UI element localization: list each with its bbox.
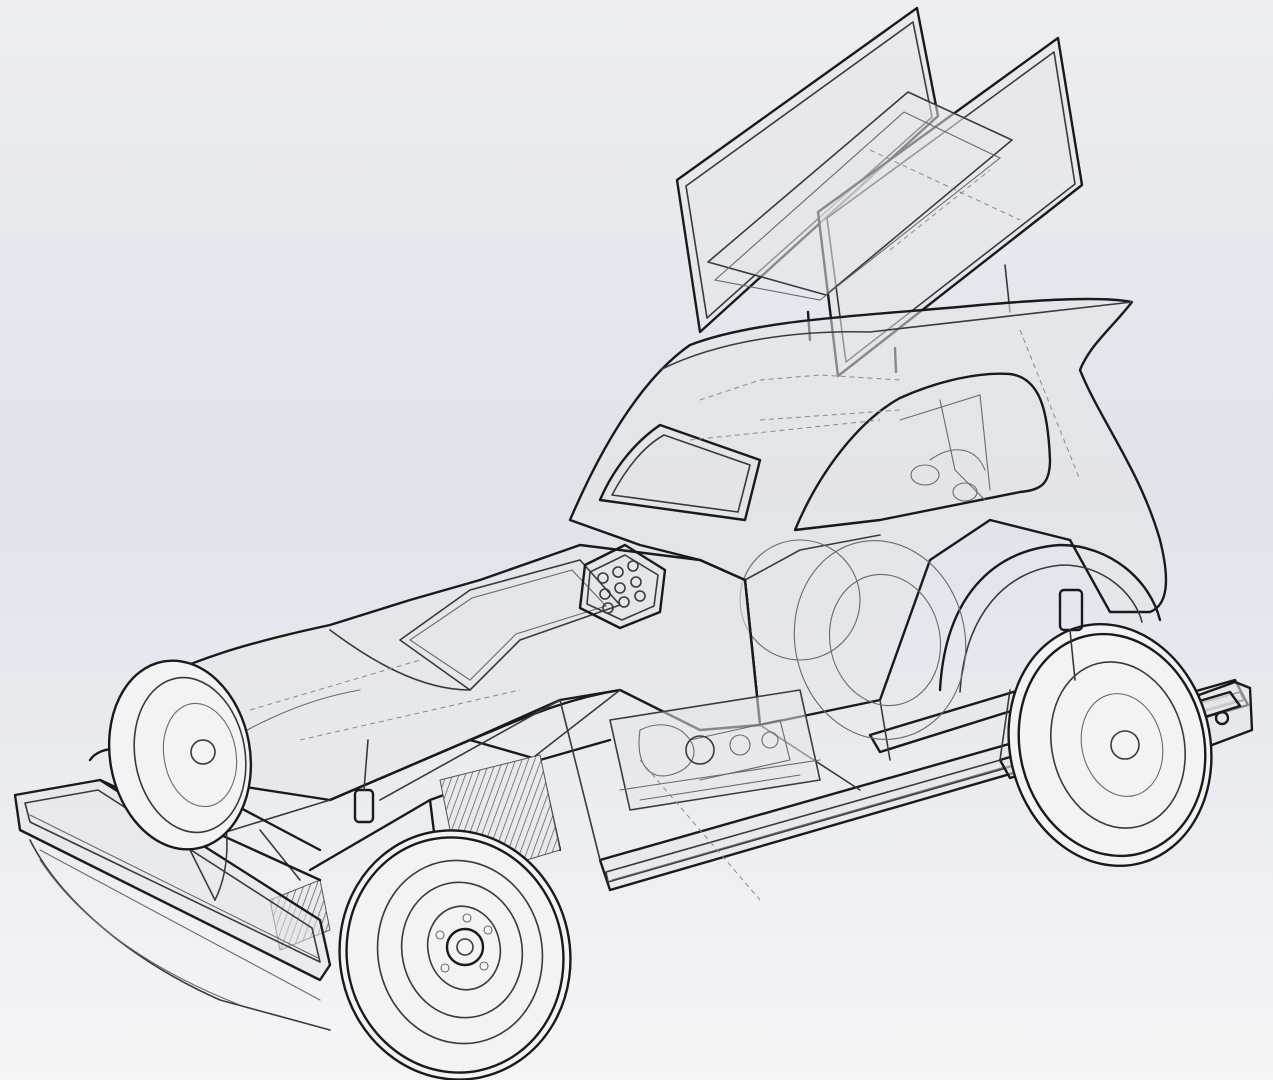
- rear-right-wheel: [1007, 588, 1213, 868]
- front-bumper: [13, 739, 375, 1031]
- front-right-wheel: [338, 829, 572, 1080]
- rear-wing: [675, 6, 1084, 378]
- rear-left-wheel: [793, 540, 967, 740]
- hidden-edges: [249, 329, 1081, 901]
- front-left-wheel: [107, 659, 253, 851]
